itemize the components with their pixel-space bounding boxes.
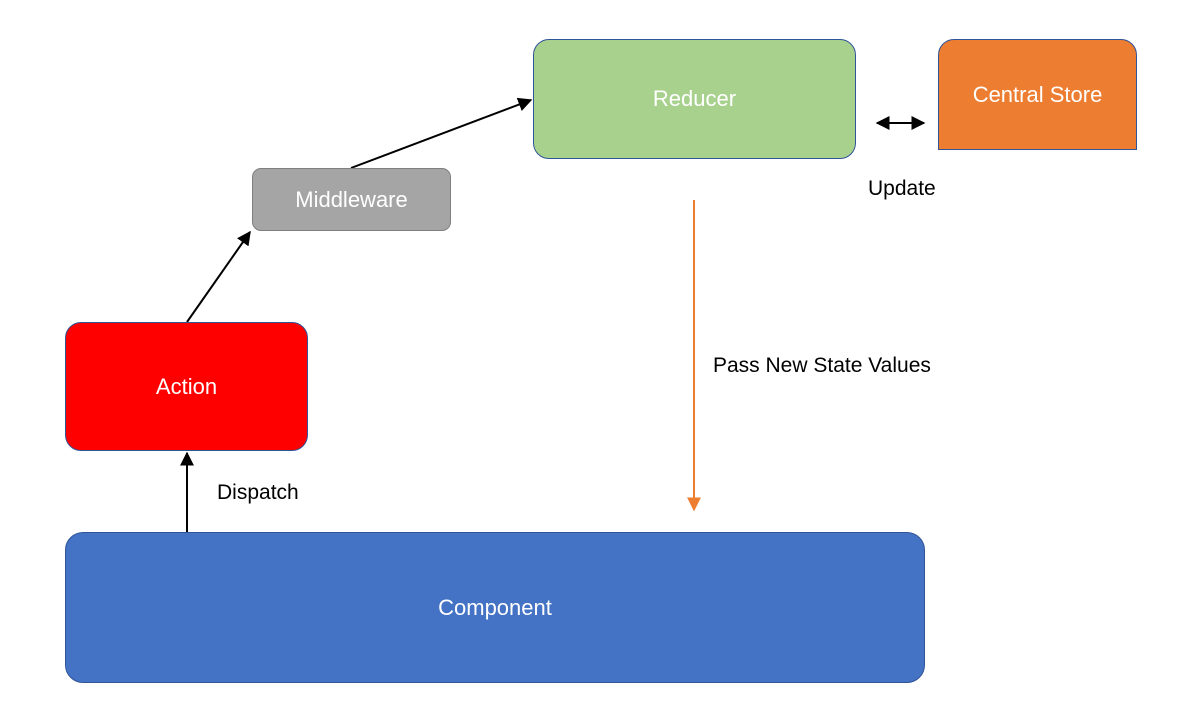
action-label: Action xyxy=(155,373,218,399)
middleware-node: Middleware xyxy=(252,168,451,231)
component-label: Component xyxy=(438,594,552,620)
pass-new-state-label: Pass New State Values xyxy=(713,354,931,377)
update-label: Update xyxy=(868,177,936,200)
middleware-label: Middleware xyxy=(295,186,408,212)
central-store-node: Central Store xyxy=(938,39,1137,150)
component-node: Component xyxy=(65,532,925,683)
action-to-middleware-arrow xyxy=(186,230,251,323)
reducer-label: Reducer xyxy=(652,86,737,111)
action-node: Action xyxy=(65,322,308,451)
dispatch-label: Dispatch xyxy=(217,481,299,504)
reducer-node: Reducer xyxy=(533,39,856,159)
middleware-to-reducer-arrow xyxy=(350,97,533,169)
central-store-label: Central Store xyxy=(972,81,1103,107)
